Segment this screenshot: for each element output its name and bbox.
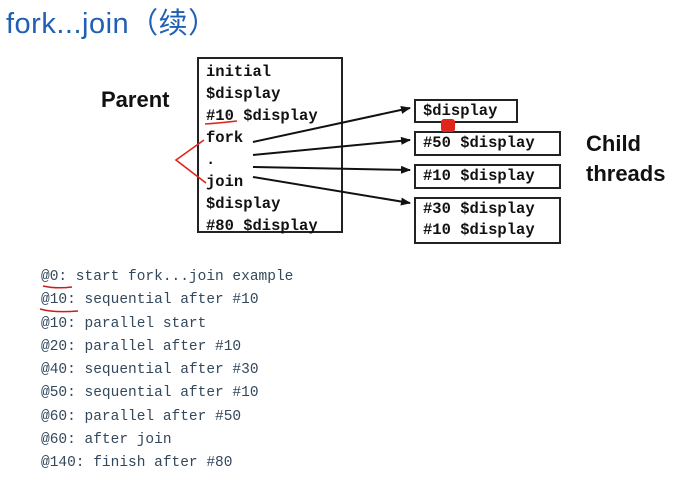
parent-code-line: fork [206,129,244,147]
child-thread-box: #10 $display [414,164,561,189]
red-underline-log-0 [42,285,73,289]
log-line: @10: sequential after #10 [41,292,259,309]
log-line: @60: after join [41,432,172,449]
arrow-to-thread-2 [252,136,411,156]
red-marker-icon [441,119,455,132]
parent-code-line: initial [206,63,272,81]
log-line: @20: parallel after #10 [41,338,242,355]
slide-title: fork...join（续） [6,8,218,40]
child-thread-box: #30 $display #10 $display [414,197,561,244]
log-line: @0: start fork...join example [41,269,294,285]
log-line: @60: parallel after #50 [41,408,242,425]
parent-code-line: $display [206,85,281,103]
parent-code-line: #10 $display [206,107,318,125]
child-thread-box: #50 $display [414,131,561,156]
parent-code-line: join [206,173,244,191]
child-threads-label-line1: Child [586,131,641,156]
child-code-line: #30 $display [423,200,535,218]
arrow-to-thread-3 [252,165,411,174]
parent-label: Parent [101,87,170,112]
parent-code-line: #80 $display [206,217,318,235]
log-line: @140: finish after #80 [41,455,233,472]
red-brace-annotation [174,139,207,184]
child-code-line: #10 $display [423,167,535,185]
log-line: @40: sequential after #30 [41,362,259,379]
parent-code-line: . [206,151,216,169]
child-code-line: #10 $display [423,221,535,239]
simulation-output-log: @0: start fork...join example @10: seque… [41,266,293,476]
arrow-to-thread-4 [252,176,411,206]
child-thread-box: $display [414,99,518,123]
child-threads-label-line2: threads [586,161,666,186]
arrow-to-thread-1 [252,105,411,143]
parent-code-line: $display [206,195,281,213]
child-code-line: $display [423,102,498,120]
log-line: @10: parallel start [41,315,207,332]
red-underline-10 [204,120,238,125]
child-code-line: #50 $display [423,134,535,152]
red-underline-log-1 [39,308,79,313]
log-line: @50: sequential after #10 [41,385,259,402]
